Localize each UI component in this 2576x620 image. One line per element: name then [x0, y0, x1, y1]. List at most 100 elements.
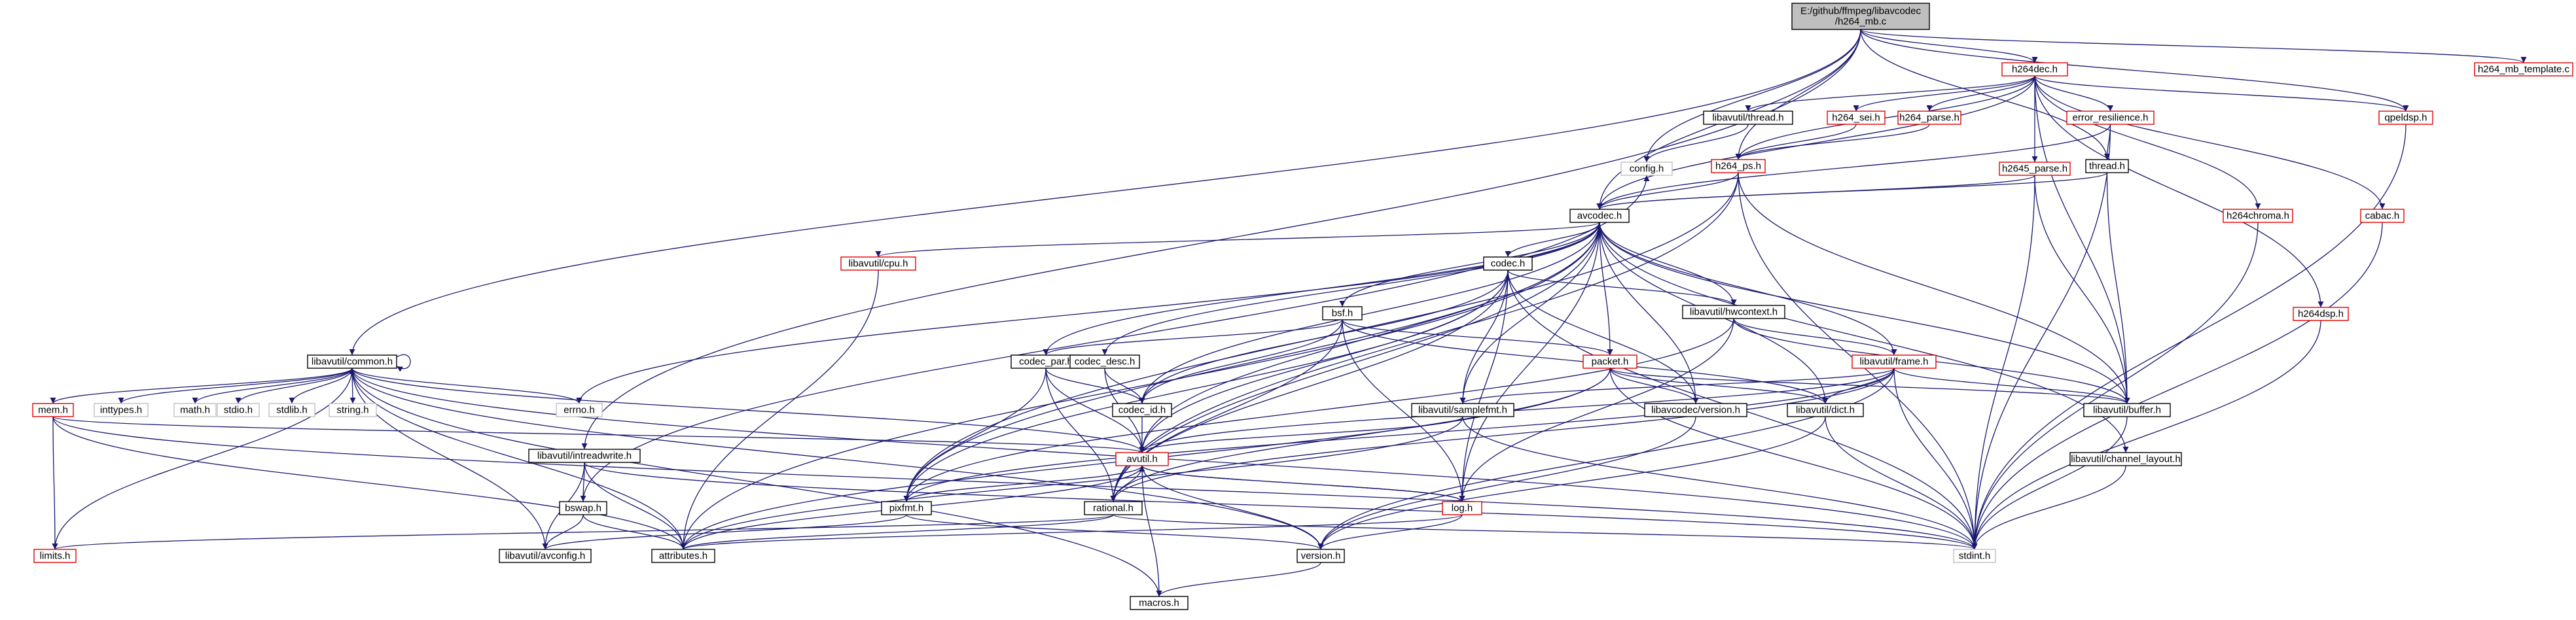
node-box[interactable]	[556, 403, 603, 417]
node-libavutil-avconfig[interactable]: libavutil/avconfig.h	[499, 549, 592, 563]
node-box[interactable]	[2001, 62, 2068, 77]
node-libavutil-thread[interactable]: libavutil/thread.h	[1703, 111, 1793, 125]
node-libavutil-channel-layout[interactable]: libavutil/channel_layout.h	[2069, 452, 2182, 466]
node-box[interactable]	[94, 403, 149, 417]
node-box[interactable]	[1112, 403, 1172, 417]
node-box[interactable]	[2066, 111, 2155, 125]
node-box[interactable]	[1703, 111, 1793, 125]
node-box[interactable]	[307, 354, 397, 369]
node-box[interactable]	[2378, 111, 2433, 125]
node-box[interactable]	[1442, 501, 1482, 515]
node-log[interactable]: log.h	[1442, 501, 1482, 515]
node-box[interactable]	[881, 501, 932, 515]
node-libavutil-frame[interactable]: libavutil/frame.h	[1851, 354, 1937, 369]
node-macros[interactable]: macros.h	[1130, 596, 1189, 610]
node-qpeldsp[interactable]: qpeldsp.h	[2378, 111, 2433, 125]
node-box[interactable]	[651, 549, 715, 563]
node-h2645-parse[interactable]: h2645_parse.h	[1999, 162, 2071, 176]
node-box[interactable]	[173, 403, 217, 417]
node-config[interactable]: config.h	[1620, 162, 1673, 176]
node-box[interactable]	[2069, 452, 2182, 466]
node-libavutil-samplefmt[interactable]: libavutil/samplefmt.h	[1411, 403, 1514, 417]
node-libavutil-intreadwrite[interactable]: libavutil/intreadwrite.h	[528, 449, 641, 463]
node-box[interactable]	[1115, 452, 1169, 466]
node-errno[interactable]: errno.h	[556, 403, 603, 417]
node-box[interactable]	[2085, 159, 2129, 173]
node-box[interactable]	[268, 403, 315, 417]
node-box[interactable]	[2474, 62, 2573, 77]
node-label: version.h	[1301, 551, 1341, 562]
node-box[interactable]	[1827, 111, 1886, 125]
node-box[interactable]	[1851, 354, 1937, 369]
node-stdlib[interactable]: stdlib.h	[268, 403, 315, 417]
node-attributes[interactable]: attributes.h	[651, 549, 715, 563]
node-h264-mb-template[interactable]: h264_mb_template.c	[2474, 62, 2573, 77]
node-h264dsp[interactable]: h264dsp.h	[2293, 307, 2349, 321]
node-box[interactable]	[32, 403, 74, 417]
node-box[interactable]	[1999, 162, 2071, 176]
node-box[interactable]	[1084, 501, 1143, 515]
node-box[interactable]	[2223, 209, 2293, 223]
node-math[interactable]: math.h	[173, 403, 217, 417]
node-box[interactable]	[329, 403, 377, 417]
node-codec-id[interactable]: codec_id.h	[1112, 403, 1172, 417]
node-libavutil-dict[interactable]: libavutil/dict.h	[1787, 403, 1864, 417]
node-error-resilience[interactable]: error_resilience.h	[2066, 111, 2155, 125]
node-box[interactable]	[1583, 354, 1637, 369]
node-mem[interactable]: mem.h	[32, 403, 74, 417]
node-box[interactable]	[1069, 354, 1140, 369]
node-root[interactable]: E:/github/ffmpeg/libavcodec/h264_mb.c	[1791, 3, 1930, 30]
node-box[interactable]	[1953, 549, 1996, 563]
node-bswap[interactable]: bswap.h	[559, 501, 607, 515]
node-box[interactable]	[559, 501, 607, 515]
node-version[interactable]: version.h	[1297, 549, 1345, 563]
node-box[interactable]	[1620, 162, 1673, 176]
node-box[interactable]	[1130, 596, 1189, 610]
node-box[interactable]	[2360, 209, 2405, 223]
node-inttypes[interactable]: inttypes.h	[94, 403, 149, 417]
node-avcodec[interactable]: avcodec.h	[1569, 209, 1630, 223]
node-pixfmt[interactable]: pixfmt.h	[881, 501, 932, 515]
node-cabac[interactable]: cabac.h	[2360, 209, 2405, 223]
node-libavutil-common[interactable]: libavutil/common.h	[307, 354, 397, 369]
node-thread[interactable]: thread.h	[2085, 159, 2129, 173]
node-libavutil-buffer[interactable]: libavutil/buffer.h	[2083, 403, 2171, 417]
node-libavutil-cpu[interactable]: libavutil/cpu.h	[840, 256, 916, 271]
node-box[interactable]	[2293, 307, 2349, 321]
node-rational[interactable]: rational.h	[1084, 501, 1143, 515]
node-box[interactable]	[499, 549, 592, 563]
node-box[interactable]	[1411, 403, 1514, 417]
node-packet[interactable]: packet.h	[1583, 354, 1637, 369]
node-box[interactable]	[1791, 3, 1930, 30]
node-codec-par[interactable]: codec_par.h	[1011, 354, 1081, 369]
node-h264-ps[interactable]: h264_ps.h	[1711, 159, 1766, 173]
node-libavcodec-version[interactable]: libavcodec/version.h	[1644, 403, 1747, 417]
node-stdint[interactable]: stdint.h	[1953, 549, 1996, 563]
node-limits[interactable]: limits.h	[33, 549, 77, 563]
node-box[interactable]	[217, 403, 260, 417]
node-box[interactable]	[1644, 403, 1747, 417]
node-libavutil-hwcontext[interactable]: libavutil/hwcontext.h	[1682, 305, 1785, 319]
node-h264dec[interactable]: h264dec.h	[2001, 62, 2068, 77]
node-box[interactable]	[1787, 403, 1864, 417]
node-stdio[interactable]: stdio.h	[217, 403, 260, 417]
node-h264-parse[interactable]: h264_parse.h	[1897, 111, 1961, 125]
node-box[interactable]	[528, 449, 641, 463]
node-box[interactable]	[1483, 256, 1533, 271]
node-box[interactable]	[2083, 403, 2171, 417]
node-codec-desc[interactable]: codec_desc.h	[1069, 354, 1140, 369]
node-box[interactable]	[1569, 209, 1630, 223]
node-h264-sei[interactable]: h264_sei.h	[1827, 111, 1886, 125]
node-box[interactable]	[840, 256, 916, 271]
node-avutil[interactable]: avutil.h	[1115, 452, 1169, 466]
node-box[interactable]	[1897, 111, 1961, 125]
node-codec[interactable]: codec.h	[1483, 256, 1533, 271]
node-box[interactable]	[1297, 549, 1345, 563]
node-box[interactable]	[1711, 159, 1766, 173]
node-box[interactable]	[33, 549, 77, 563]
node-string[interactable]: string.h	[329, 403, 377, 417]
node-box[interactable]	[1682, 305, 1785, 319]
node-h264chroma[interactable]: h264chroma.h	[2223, 209, 2293, 223]
node-bsf[interactable]: bsf.h	[1322, 306, 1363, 320]
node-box[interactable]	[1322, 306, 1363, 320]
